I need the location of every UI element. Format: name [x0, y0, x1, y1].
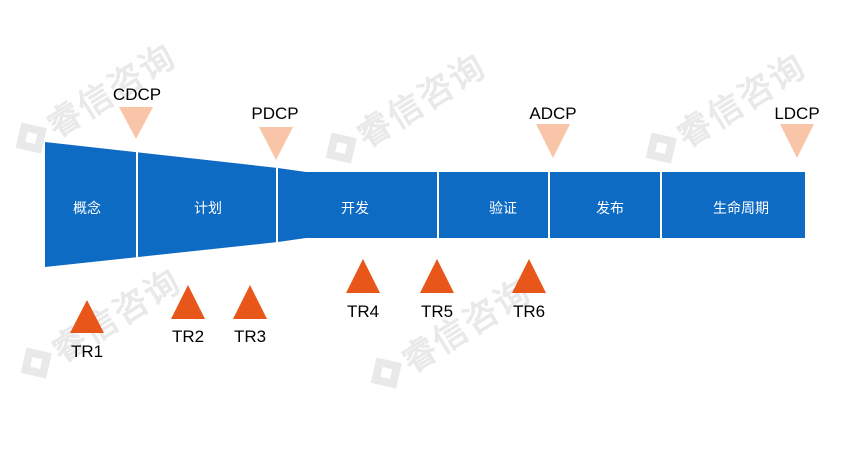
review-label-tr5: TR5	[420, 302, 454, 321]
decision-marker-icon	[780, 124, 814, 158]
process-bar	[45, 142, 805, 267]
review-marker-icon	[512, 259, 546, 293]
review-marker-icon	[233, 285, 267, 319]
review-label-tr3: TR3	[233, 327, 267, 346]
review-marker-icon	[70, 300, 104, 333]
phase-label-release: 发布	[596, 201, 624, 217]
phase-label-concept: 概念	[73, 201, 101, 217]
phase-label-plan: 计划	[194, 201, 222, 217]
phase-label-verify: 验证	[489, 201, 517, 217]
review-marker-icon	[171, 285, 205, 319]
review-label-tr1: TR1	[70, 342, 104, 361]
decision-marker-icon	[259, 127, 293, 160]
review-label-tr6: TR6	[512, 302, 546, 321]
decision-label-pdcp: PDCP	[251, 104, 299, 123]
decision-label-cdcp: CDCP	[112, 85, 162, 104]
decision-marker-icon	[119, 107, 153, 139]
phase-label-develop: 开发	[341, 201, 369, 217]
decision-label-ldcp: LDCP	[774, 104, 820, 123]
review-marker-icon	[420, 259, 454, 293]
decision-label-adcp: ADCP	[529, 104, 577, 123]
review-marker-icon	[346, 259, 380, 293]
decision-marker-icon	[536, 124, 570, 158]
phase-label-lifecycle: 生命周期	[713, 201, 769, 217]
review-label-tr4: TR4	[346, 302, 380, 321]
review-label-tr2: TR2	[171, 327, 205, 346]
